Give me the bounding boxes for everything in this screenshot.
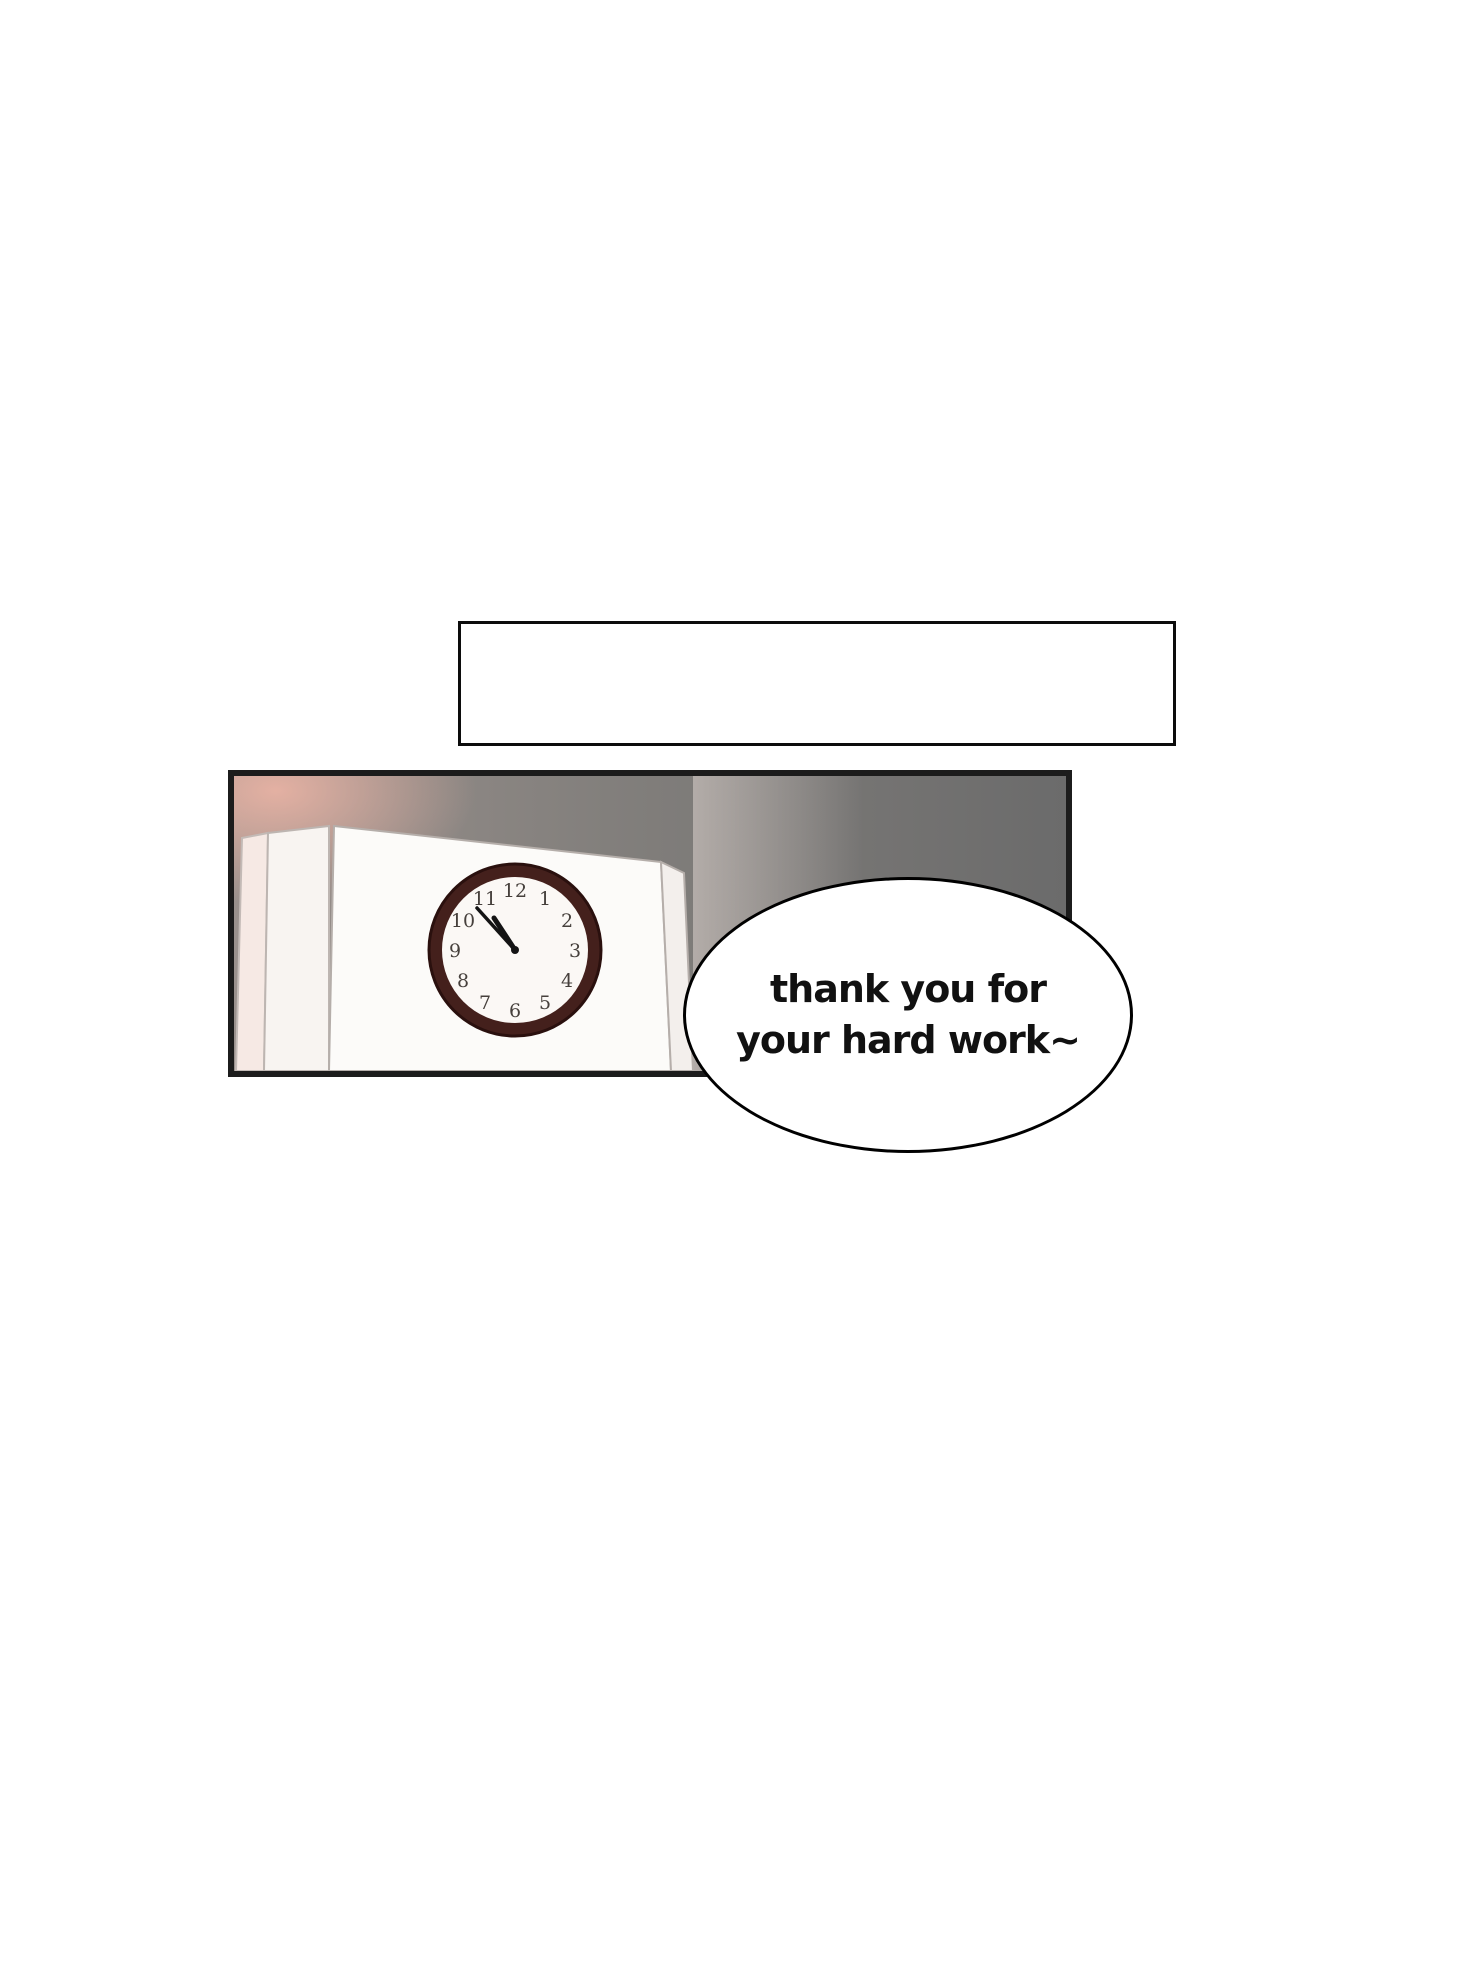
wall-strip-far-left: [234, 831, 270, 1071]
clock-numeral: 8: [457, 970, 469, 992]
clock-numerals: 12 1 2 3 4 5 6 7 8 9 10 11: [449, 880, 581, 1022]
clock-numeral: 10: [451, 910, 475, 932]
clock-center-pin: [511, 946, 519, 954]
clock-numeral: 4: [561, 970, 573, 992]
speech-bubble: thank you for your hard work~: [683, 877, 1133, 1153]
clock-numeral: 9: [449, 940, 461, 962]
wall-clock: 12 1 2 3 4 5 6 7 8 9 10 11: [427, 862, 603, 1038]
wall-strip-left: [262, 824, 330, 1071]
clock-numeral: 2: [561, 910, 573, 932]
clock-numeral: 11: [473, 888, 497, 910]
clock-numeral: 1: [539, 888, 551, 910]
speech-bubble-text: thank you for your hard work~: [736, 966, 1081, 1062]
caption-box: [458, 621, 1176, 746]
clock-numeral: 5: [539, 992, 551, 1014]
minute-hand: [475, 906, 517, 952]
clock-numeral: 12: [503, 880, 527, 902]
clock-numeral: 7: [479, 992, 491, 1014]
clock-numeral: 3: [569, 940, 581, 962]
clock-numeral: 6: [509, 1000, 521, 1022]
